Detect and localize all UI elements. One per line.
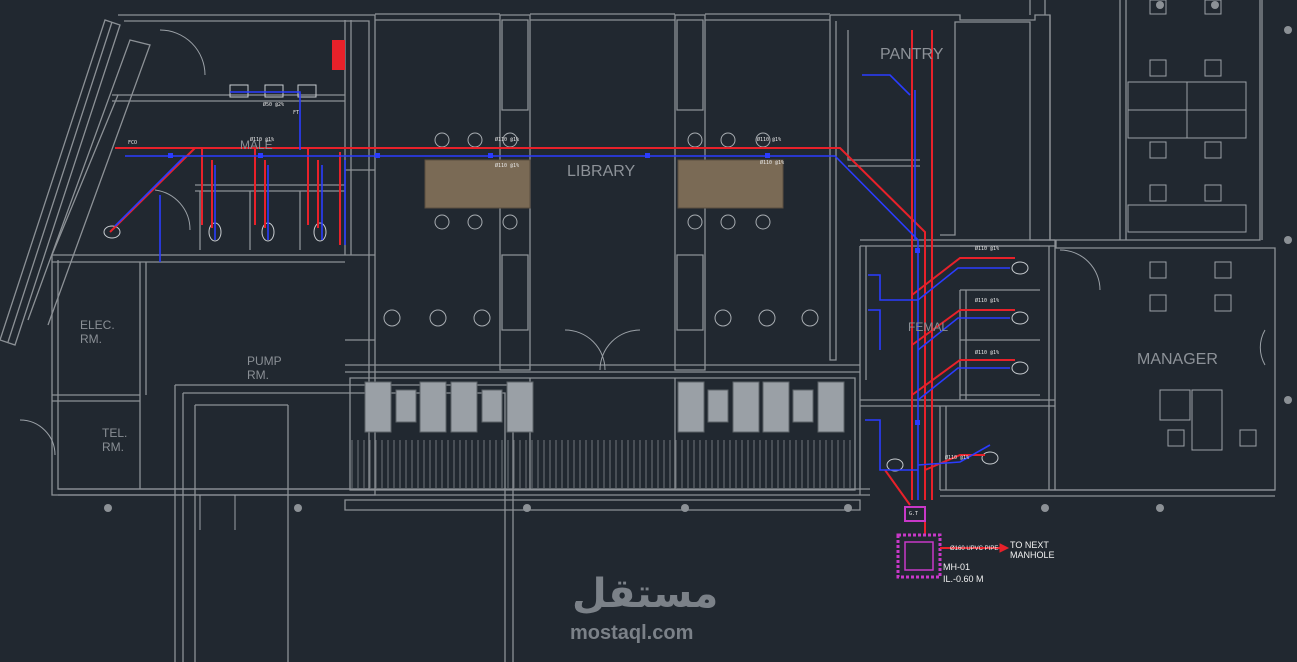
vent-pipes	[114, 74, 1010, 500]
drainage-pipes	[109, 30, 1015, 549]
room-label-female: FEMAL	[908, 320, 949, 334]
arrow-to-next-manhole	[940, 543, 1010, 553]
pipe-tag-male-2: Ø50 @2%	[263, 102, 285, 108]
watermark-latin: mostaql.com	[570, 622, 694, 644]
pipe-tag-female-2: Ø110 @1%	[975, 298, 1000, 304]
ft-label: FT	[293, 110, 300, 116]
pipe-tag-library-2: Ø110 @1%	[757, 137, 782, 143]
pipe-tag-library-3: Ø110 @1%	[495, 163, 520, 169]
gt-box	[904, 506, 926, 522]
gt-label: G.T	[909, 511, 919, 517]
manhole-mh01	[896, 533, 942, 579]
grid-markers	[104, 1, 1292, 512]
wc-fixtures	[103, 84, 1029, 472]
pipe-size-note: Ø160 UPVC PIPE	[950, 546, 999, 552]
room-label-manager: MANAGER	[1137, 351, 1218, 368]
room-label-pantry: PANTRY	[880, 46, 944, 63]
room-label-tel: TEL. RM.	[102, 426, 128, 454]
manhole-level-label: IL.-0.60 M	[943, 574, 984, 584]
office-desks	[1127, 0, 1257, 451]
red-equipment	[332, 40, 345, 70]
furniture	[364, 381, 845, 433]
pipe-tag-female-1: Ø110 @1%	[975, 246, 1000, 252]
pipe-tag-library-4: Ø110 @1%	[760, 160, 785, 166]
to-next-manhole-label: TO NEXT MANHOLE	[1010, 540, 1055, 560]
room-label-male: MALE	[240, 138, 273, 152]
fco-label: FCO	[128, 140, 138, 146]
room-label-pump: PUMP RM.	[247, 354, 282, 382]
pipe-tag-male-1: Ø110 @1%	[250, 137, 275, 143]
stair-treads	[351, 440, 851, 488]
room-label-elec: ELEC. RM.	[80, 318, 115, 346]
pipe-tag-female-4: Ø110 @1%	[945, 455, 970, 461]
library-tables	[424, 159, 784, 209]
door-swings	[19, 29, 1266, 530]
manhole-id-label: MH-01	[943, 562, 971, 572]
pipe-tag-library-1: Ø110 @1%	[495, 137, 520, 143]
room-label-library: LIBRARY	[567, 163, 636, 180]
vent-nodes	[168, 153, 920, 425]
watermark-arabic: مستقل	[572, 571, 719, 617]
pipe-tag-female-3: Ø110 @1%	[975, 350, 1000, 356]
